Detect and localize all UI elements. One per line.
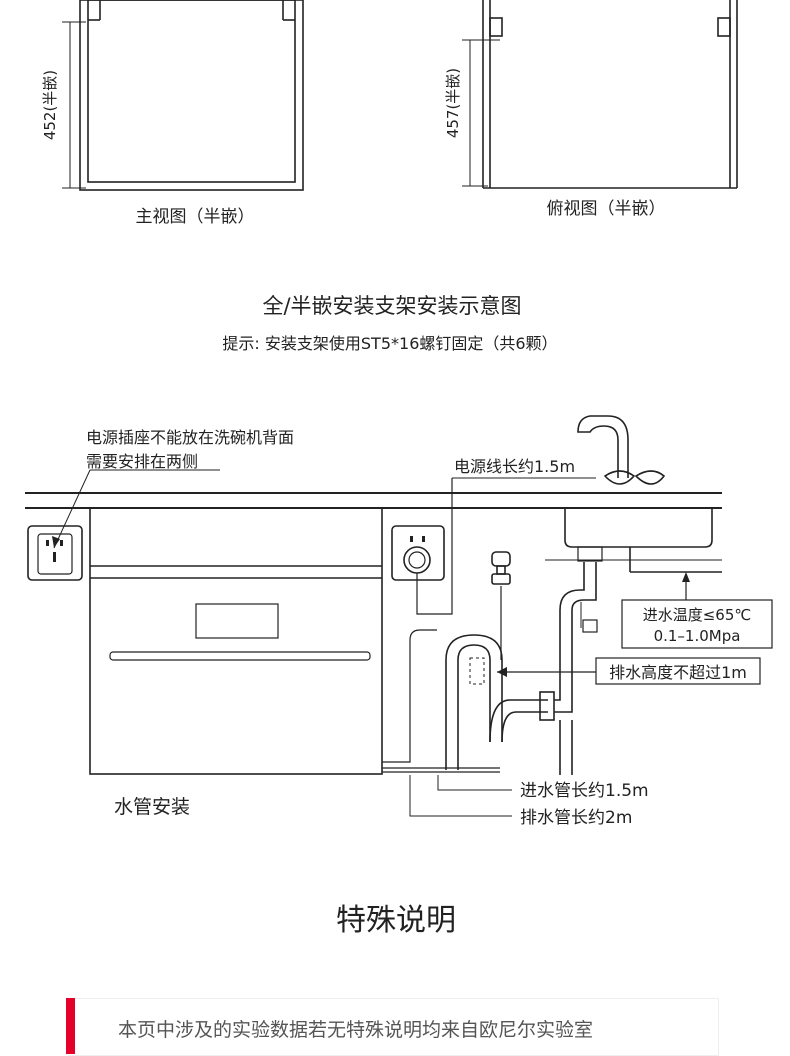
drain-hose: [457, 644, 491, 770]
bracket-tip: 提示: 安装支架使用ST5*16螺钉固定（共6颗）: [222, 334, 557, 353]
inlet-valve: [491, 551, 511, 585]
top-view-drawing: [462, 0, 738, 189]
front-view-drawing: [62, 0, 304, 191]
front-view-caption: 主视图（半嵌）: [136, 207, 255, 227]
special-note-text: 本页中涉及的实验数据若无特殊说明均来自欧尼尔实验室: [118, 1019, 594, 1041]
right-socket: [391, 525, 445, 581]
special-note-box: [68, 998, 719, 1056]
left-socket: [27, 525, 83, 581]
special-title: 特殊说明: [336, 903, 456, 938]
drain-height-limit: 排水高度不超过1m: [609, 663, 747, 682]
bracket-title: 全/半嵌安装支架安装示意图: [262, 294, 521, 318]
inlet-hose-length: 进水管长约1.5m: [520, 781, 649, 801]
special-note-accent: [66, 998, 75, 1054]
faucet: [577, 415, 666, 485]
drain-hose-length: 排水管长约2m: [520, 808, 632, 828]
top-view-caption: 俯视图（半嵌）: [547, 199, 666, 219]
water-pipe-label: 水管安装: [114, 796, 190, 818]
inlet-pressure: 0.1–1.0Mpa: [654, 627, 741, 645]
drain-pipe: [489, 562, 598, 775]
socket-note-line1: 电源插座不能放在洗碗机背面: [86, 428, 294, 447]
top-dimension-label: 457(半嵌): [444, 68, 462, 138]
socket-note-line2: 需要安排在两侧: [86, 452, 198, 471]
socket-holes: [46, 536, 425, 562]
front-dimension-label: 452(半嵌): [41, 70, 59, 140]
power-cord-length: 电源线长约1.5m: [454, 457, 575, 476]
dishwasher: [89, 507, 383, 775]
countertop: [25, 492, 722, 509]
inlet-temperature: 进水温度≤65℃: [643, 606, 752, 624]
sink: [545, 508, 722, 573]
power-cord: [416, 478, 453, 615]
